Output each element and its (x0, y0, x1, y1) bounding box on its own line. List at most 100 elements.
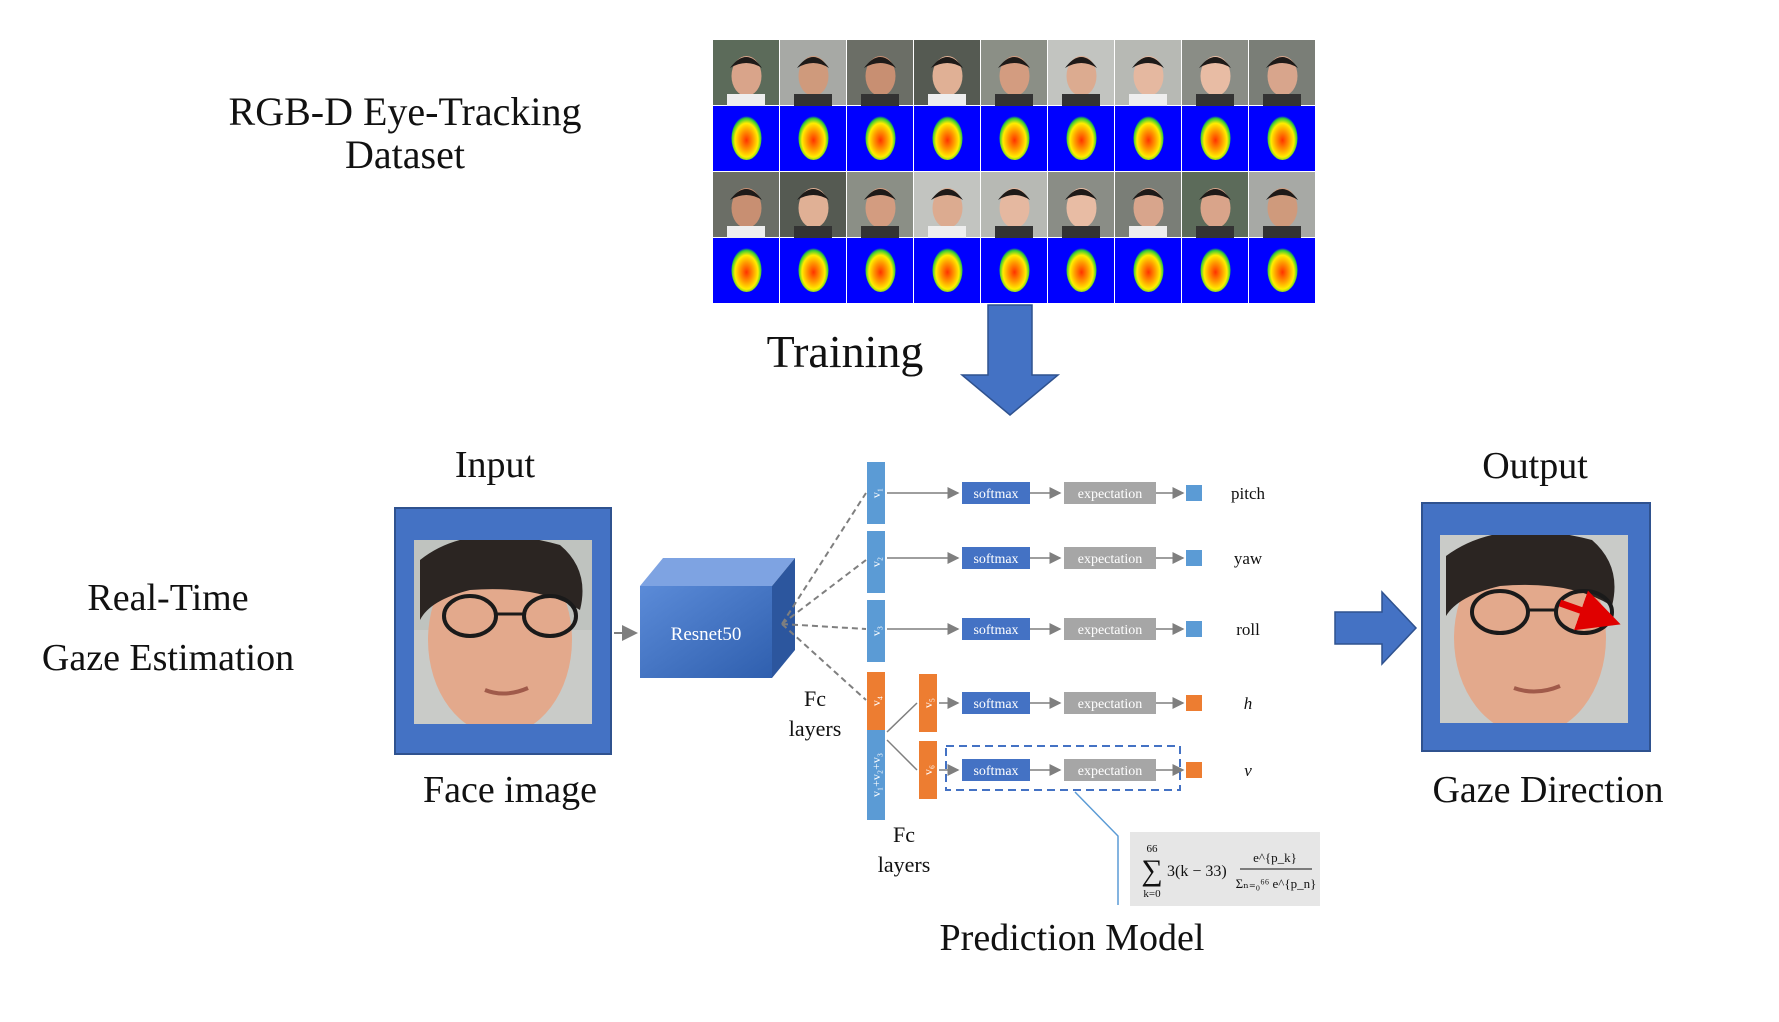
output-title: Output (1482, 445, 1588, 487)
dataset-rgb-thumbnail (1249, 40, 1315, 106)
formula-sum-bottom: k=0 (1143, 888, 1161, 900)
fc-bar-v1 (867, 462, 885, 524)
fc-bar-v2 (867, 531, 885, 593)
fc-bar-v5 (919, 674, 937, 732)
softmax-box (962, 759, 1030, 781)
output-label-pitch: pitch (1231, 484, 1265, 503)
dataset-title-line1: RGB-D Eye-Tracking (229, 89, 582, 134)
formula-numerator: e^{p_k} (1253, 850, 1297, 865)
training-label: Training (767, 326, 924, 377)
fc-layers-label-2a: Fc (893, 822, 915, 847)
fc-layers-label-2b: layers (878, 852, 931, 877)
input-title: Input (455, 444, 536, 486)
softmax-label: softmax (973, 552, 1018, 567)
dataset-depth-thumbnail (713, 238, 779, 303)
output-face-image (1440, 535, 1628, 723)
dataset-rgb-thumbnail (914, 40, 980, 106)
fan-out-lines (781, 492, 867, 701)
dataset-depth-thumbnail (914, 238, 980, 303)
dataset-rgb-thumbnail (1249, 172, 1315, 238)
input-caption: Face image (423, 769, 597, 811)
dataset-depth-thumbnail (1182, 238, 1248, 303)
formula-sum-top: 66 (1147, 843, 1159, 855)
dataset-image-grid (713, 40, 1315, 303)
dataset-rgb-thumbnail (713, 172, 779, 238)
output-node (1186, 695, 1202, 711)
dataset-rgb-thumbnail (1048, 40, 1114, 106)
fc-label-v5: v₅ (921, 698, 935, 708)
dataset-depth-thumbnail (1048, 106, 1114, 171)
softmax-label: softmax (973, 487, 1018, 502)
expectation-label: expectation (1078, 552, 1143, 567)
formula-body: 3(k − 33) (1167, 863, 1227, 880)
dataset-rgb-thumbnail (914, 172, 980, 238)
softmax-box (962, 692, 1030, 714)
dataset-rgb-thumbnail (1182, 40, 1248, 106)
section-label-line2: Gaze Estimation (42, 637, 294, 679)
dataset-rgb-thumbnail (713, 40, 779, 106)
fc-bar-combined (867, 730, 885, 820)
dataset-title-line2: Dataset (345, 132, 465, 177)
expectation-label: expectation (1078, 764, 1143, 779)
fc-label-v1: v₁ (869, 488, 883, 498)
dataset-rgb-thumbnail (1048, 172, 1114, 238)
fc-label-v2: v₂ (869, 557, 883, 567)
softmax-box (962, 618, 1030, 640)
fc-bar-v4 (867, 672, 885, 730)
output-label-v: v (1244, 761, 1252, 780)
fc-bar-v6 (919, 741, 937, 799)
dataset-rgb-thumbnail (847, 40, 913, 106)
input-face-image (414, 540, 592, 724)
softmax-box (962, 547, 1030, 569)
dataset-depth-thumbnail (713, 106, 779, 171)
formula-sigma: ∑ (1141, 854, 1162, 887)
output-label-roll: roll (1236, 620, 1260, 639)
dataset-depth-thumbnail (1182, 106, 1248, 171)
output-label-h: h (1244, 694, 1253, 713)
expectation-box (1064, 759, 1156, 781)
dataset-rgb-thumbnail (780, 172, 846, 238)
fc-label-combined: v₁+v₂+v₃ (869, 753, 883, 797)
dataset-rgb-thumbnail (1115, 172, 1181, 238)
dataset-depth-thumbnail (1115, 106, 1181, 171)
output-node (1186, 485, 1202, 501)
dataset-depth-thumbnail (914, 106, 980, 171)
formula: 66 ∑ k=0 3(k − 33) e^{p_k} Σₙ₌₀⁶⁶ e^{p_n… (1141, 843, 1316, 900)
output-node (1186, 762, 1202, 778)
section-label-line1: Real-Time (87, 577, 248, 619)
expectation-box (1064, 692, 1156, 714)
dataset-depth-thumbnail (847, 106, 913, 171)
dataset-depth-thumbnail (1249, 106, 1315, 171)
fc-label-v6: v₆ (921, 765, 935, 775)
dataset-rgb-thumbnail (981, 172, 1047, 238)
dataset-depth-thumbnail (981, 106, 1047, 171)
expectation-label: expectation (1078, 623, 1143, 638)
branch-row-v: softmax expectation v (939, 759, 1252, 781)
formula-callout-line (1074, 791, 1119, 905)
dataset-depth-thumbnail (847, 238, 913, 303)
fc-layers-label-1a: Fc (804, 686, 826, 711)
dataset-depth-thumbnail (780, 238, 846, 303)
softmax-label: softmax (973, 623, 1018, 638)
dataset-rgb-thumbnail (780, 40, 846, 106)
fc-label-v3: v₃ (869, 626, 883, 636)
expectation-box (1064, 618, 1156, 640)
formula-denominator: Σₙ₌₀⁶⁶ e^{p_n} (1236, 876, 1317, 891)
softmax-label: softmax (973, 764, 1018, 779)
expectation-label: expectation (1078, 697, 1143, 712)
dataset-depth-thumbnail (780, 106, 846, 171)
dataset-rgb-thumbnail (981, 40, 1047, 106)
fc-layers-label-1b: layers (789, 716, 842, 741)
formula-highlight-box (945, 745, 1181, 791)
fc-label-v4: v₄ (869, 696, 883, 706)
expectation-box (1064, 547, 1156, 569)
gaze-direction-arrow (1558, 590, 1621, 631)
output-caption: Gaze Direction (1432, 769, 1663, 811)
output-node (1186, 621, 1202, 637)
resnet50-block (640, 558, 795, 678)
prediction-model-caption: Prediction Model (940, 917, 1205, 959)
